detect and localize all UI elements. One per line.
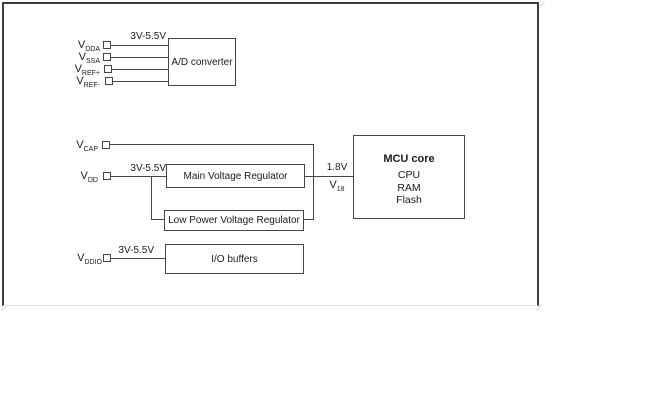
- pin-square-vdda: [103, 41, 111, 49]
- mcu-core-title: MCU core: [383, 153, 435, 165]
- adc-supply-voltage-label: 3V-5.5V: [130, 31, 166, 42]
- pin-vssa-base: V: [78, 51, 86, 63]
- wire-regulator-to-mcu-core: [305, 176, 353, 177]
- wire-vdd-branch-vertical: [151, 176, 152, 220]
- block-main-voltage-regulator: Main Voltage Regulator: [166, 164, 305, 188]
- pin-vrefp-sub: REF+: [81, 70, 100, 78]
- mcu-core-item-ram: RAM: [397, 181, 421, 194]
- pin-square-vref-minus: [105, 77, 113, 85]
- pin-label-vcap: VCAP: [54, 138, 98, 154]
- wire-vssa-to-adc: [111, 57, 168, 58]
- mcu-core-item-flash: Flash: [396, 194, 422, 206]
- block-adc: A/D converter: [168, 38, 236, 86]
- block-low-power-voltage-regulator: Low Power Voltage Regulator: [164, 210, 304, 231]
- pin-vdd-sub: DD: [87, 177, 98, 185]
- core-net-label: V18: [320, 179, 354, 194]
- wire-vdda-to-adc: [111, 45, 168, 46]
- wire-vref-plus-to-adc: [112, 69, 168, 70]
- wire-vdd-to-main-regulator: [111, 176, 166, 177]
- pin-label-vref-plus: VREF+: [56, 62, 100, 78]
- vddio-supply-voltage-label: 3V-5.5V: [118, 245, 154, 256]
- pin-vrefm-sub: REF-: [83, 82, 100, 90]
- pin-label-vref-minus: VREF-: [56, 74, 100, 90]
- core-net-base: V: [329, 179, 337, 191]
- pin-vddio-sub: DDIO: [84, 259, 103, 267]
- wire-vcap-to-junction: [110, 144, 314, 145]
- pin-label-vdda: VDDA: [56, 38, 100, 54]
- corner-artifact-top-right: [539, 1, 545, 8]
- pin-vdd-base: V: [80, 170, 88, 182]
- pin-vssa-sub: SSA: [85, 58, 100, 66]
- block-mcu-core: MCU core CPU RAM Flash: [353, 135, 465, 219]
- wire-low-power-regulator-output: [304, 219, 314, 220]
- wire-vref-minus-to-adc: [113, 81, 168, 82]
- pin-vrefp-base: V: [74, 63, 82, 75]
- pin-label-vdd: VDD: [54, 169, 98, 185]
- block-io-buffers: I/O buffers: [165, 244, 304, 274]
- pin-square-vdd: [103, 172, 111, 180]
- mcu-core-item-cpu: CPU: [397, 169, 421, 181]
- core-voltage-label: 1.8V: [326, 162, 348, 173]
- pin-vddio-base: V: [77, 252, 85, 264]
- pin-square-vcap: [102, 141, 110, 149]
- pin-label-vddio: VDDIO: [50, 251, 103, 267]
- pin-vcap-base: V: [76, 139, 84, 151]
- vdd-supply-voltage-label: 3V-5.5V: [130, 163, 166, 174]
- pin-square-vref-plus: [104, 65, 112, 73]
- wire-vddio-to-io-buffers: [111, 258, 165, 259]
- pin-vdda-sub: DDA: [85, 46, 100, 54]
- core-net-sub: 18: [336, 186, 345, 194]
- pin-vdda-base: V: [77, 39, 86, 51]
- pin-label-vssa: VSSA: [56, 50, 100, 66]
- pin-vrefm-base: V: [76, 75, 84, 87]
- pin-square-vddio: [103, 254, 111, 262]
- pin-vcap-sub: CAP: [83, 146, 98, 154]
- pin-square-vssa: [103, 53, 111, 61]
- wire-branch-to-low-power-regulator: [151, 219, 165, 220]
- wire-junction-vertical: [313, 144, 314, 220]
